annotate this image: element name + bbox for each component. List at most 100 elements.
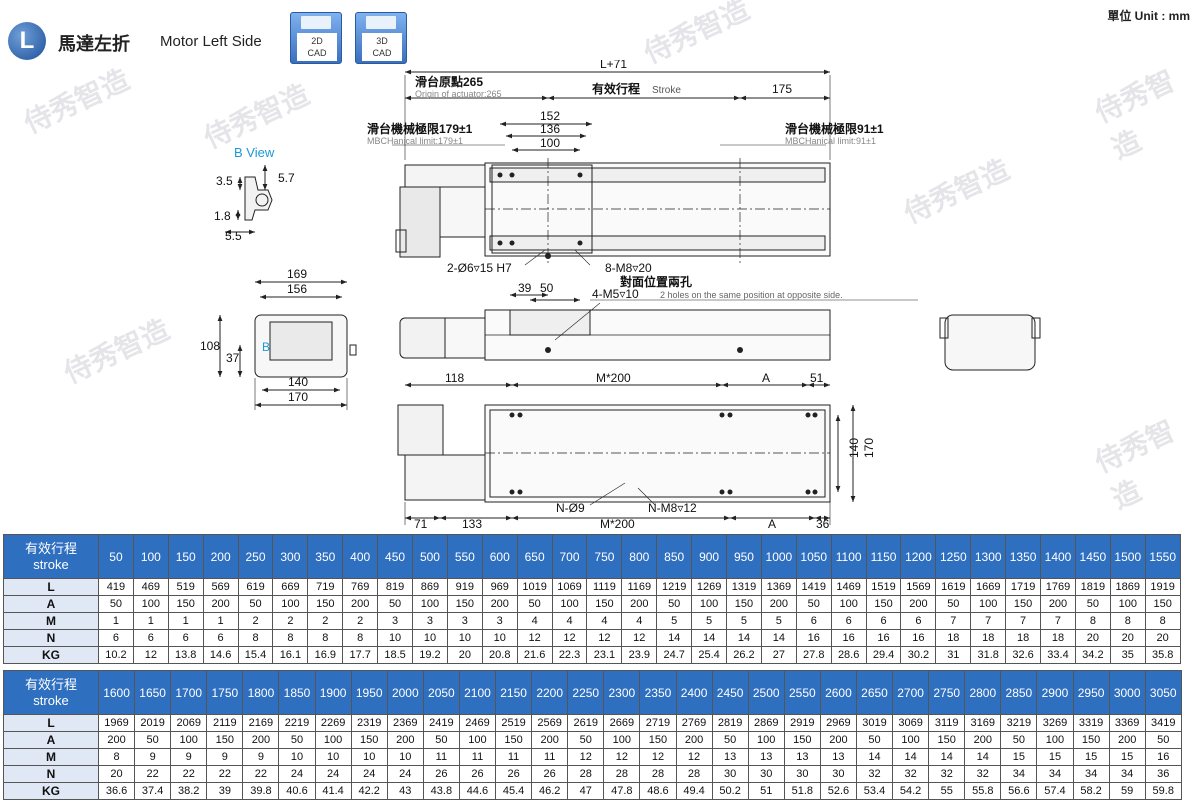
table-cell: 3119 — [928, 714, 966, 732]
stroke-label-cn: 有效行程 — [592, 81, 640, 96]
dim-140-side: 140 — [288, 375, 308, 389]
table-cell: 200 — [242, 731, 280, 749]
table-cell: 12 — [675, 748, 713, 766]
stroke-header-cell: 750 — [586, 534, 623, 579]
table-cell: 44.6 — [458, 782, 497, 800]
table-cell: 12 — [132, 646, 169, 664]
table-cell: 150 — [783, 731, 821, 749]
dim-50: 50 — [540, 281, 554, 295]
cad-2d-label: 2D CAD — [297, 33, 337, 61]
table-cell: 22 — [170, 765, 208, 783]
table-cell: 3019 — [855, 714, 894, 732]
table-cell: 15 — [1108, 748, 1146, 766]
table-cell: 50 — [711, 731, 749, 749]
table-cell: 1 — [202, 612, 239, 630]
dim-100: 100 — [540, 136, 560, 150]
table-cell: 51 — [747, 782, 785, 800]
table-cell: 34 — [1072, 765, 1110, 783]
table-cell: 5 — [656, 612, 693, 630]
table-cell: 17.7 — [342, 646, 379, 664]
table-cell: 3 — [446, 612, 483, 630]
table-cell: 13 — [747, 748, 785, 766]
table-cell: 100 — [1036, 731, 1074, 749]
cad-3d-label: 3D CAD — [362, 33, 402, 61]
table-cell: 10 — [350, 748, 388, 766]
stroke-header-cell: 250 — [237, 534, 274, 579]
table-cell: 57.4 — [1036, 782, 1074, 800]
table-cell: 47 — [567, 782, 605, 800]
table-cell: 100 — [272, 595, 309, 613]
table-cell: 35 — [1109, 646, 1146, 664]
table-cell: 18 — [970, 629, 1007, 647]
stroke-header-cell: 2800 — [964, 670, 1002, 715]
table-cell: 1 — [98, 612, 134, 630]
table-cell: 150 — [928, 731, 966, 749]
table-cell: 50 — [567, 731, 605, 749]
bview-dim-18: 1.8 — [214, 209, 231, 223]
table-cell: 48.6 — [639, 782, 677, 800]
table-cell: 100 — [170, 731, 208, 749]
dim-170-bottom: 170 — [862, 438, 876, 458]
stroke-header-cell: 950 — [726, 534, 762, 579]
table-cell: 4 — [621, 612, 658, 630]
table-cell: 50 — [516, 595, 553, 613]
table-cell: 150 — [865, 595, 902, 613]
cad-2d-button[interactable]: 2D CAD — [290, 12, 342, 64]
dim-170-side: 170 — [288, 390, 308, 404]
stroke-header-cell: 1850 — [278, 670, 316, 715]
table-cell: 13 — [783, 748, 821, 766]
stroke-header-en: stroke — [33, 692, 69, 708]
table-cell: 24 — [314, 765, 352, 783]
table-cell: 50 — [656, 595, 693, 613]
table-cell: 1469 — [830, 578, 867, 596]
stroke-header-cell: 1450 — [1074, 534, 1111, 579]
table-cell: 2769 — [675, 714, 713, 732]
table-cell: 150 — [446, 595, 483, 613]
table-cell: 6 — [132, 629, 169, 647]
stroke-header-cell: 550 — [446, 534, 483, 579]
table-cell: 10 — [314, 748, 352, 766]
table-cell: 150 — [206, 731, 244, 749]
b-view-title: B View — [234, 145, 275, 160]
table-cell: 200 — [1108, 731, 1146, 749]
table-cell: 3319 — [1072, 714, 1110, 732]
table-cell: 12 — [639, 748, 677, 766]
row-label: L — [3, 578, 99, 596]
table-cell: 30 — [747, 765, 785, 783]
table-cell: 24 — [278, 765, 316, 783]
end-view — [217, 279, 357, 410]
table-cell: 16 — [795, 629, 832, 647]
stroke-header-cell: 2050 — [422, 670, 460, 715]
table-cell: 34 — [1036, 765, 1074, 783]
table-cell: 37.4 — [134, 782, 172, 800]
unit-label: 單位 Unit : mm — [1107, 9, 1190, 23]
dim-m200-top: M*200 — [596, 371, 631, 385]
front-view — [399, 292, 918, 361]
table-cell: 1919 — [1144, 578, 1181, 596]
stroke-header-cell: 100 — [132, 534, 169, 579]
table-cell: 100 — [892, 731, 930, 749]
floppy-icon — [366, 16, 396, 29]
table-cell: 8 — [1074, 612, 1111, 630]
stroke-header-cell: 1650 — [134, 670, 172, 715]
table-cell: 150 — [350, 731, 388, 749]
table-cell: 150 — [495, 731, 533, 749]
table-cell: 22 — [134, 765, 172, 783]
table-cell: 35.8 — [1144, 646, 1181, 664]
stroke-header-cell: 1500 — [1109, 534, 1146, 579]
table-cell: 100 — [603, 731, 641, 749]
table-cell: 15.4 — [237, 646, 274, 664]
table-cell: 24.7 — [656, 646, 693, 664]
table-cell: 2619 — [567, 714, 605, 732]
stroke-header-cn: 有效行程 — [24, 676, 77, 692]
table-cell: 200 — [621, 595, 658, 613]
table-cell: 43 — [386, 782, 424, 800]
table-cell: 30 — [819, 765, 857, 783]
table-cell: 41.4 — [314, 782, 352, 800]
cad-3d-label-line2: CAD — [372, 48, 392, 58]
table-cell: 11 — [531, 748, 569, 766]
table-cell: 10 — [377, 629, 414, 647]
cad-2d-label-line2: CAD — [307, 48, 327, 58]
cad-3d-button[interactable]: 3D CAD — [355, 12, 407, 64]
table-cell: 55 — [928, 782, 966, 800]
